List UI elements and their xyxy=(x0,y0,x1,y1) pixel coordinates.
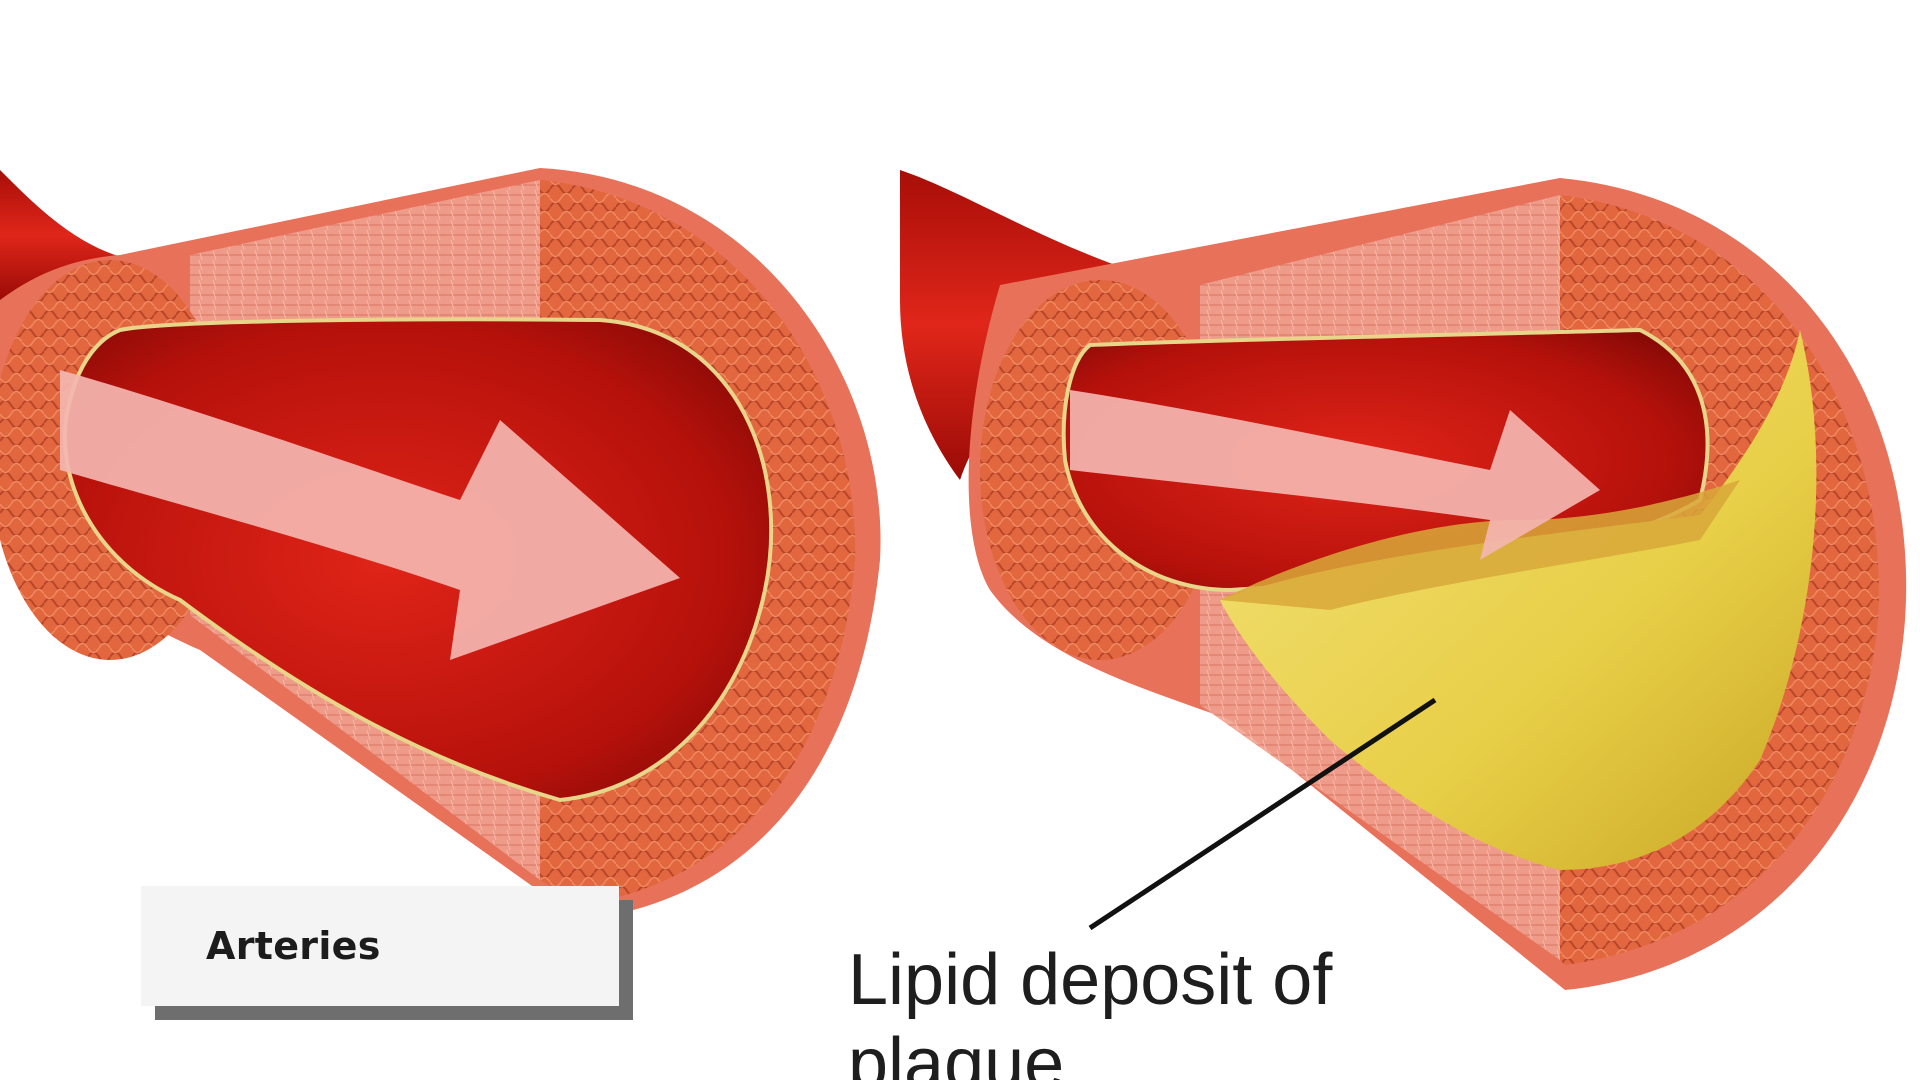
caption-label: Arteries xyxy=(206,924,381,968)
caption-card: Arteries xyxy=(141,886,619,1006)
plaque-pointer-line xyxy=(1088,697,1437,931)
blood-flow-arrow-icon xyxy=(60,370,680,660)
plaque-annotation-label: Lipid deposit of plaque xyxy=(848,940,1333,1080)
healthy-artery xyxy=(0,168,881,920)
blood-flow-arrow-icon xyxy=(1070,390,1600,560)
plaque-artery xyxy=(900,170,1907,990)
plaque-deposit xyxy=(1220,330,1817,870)
